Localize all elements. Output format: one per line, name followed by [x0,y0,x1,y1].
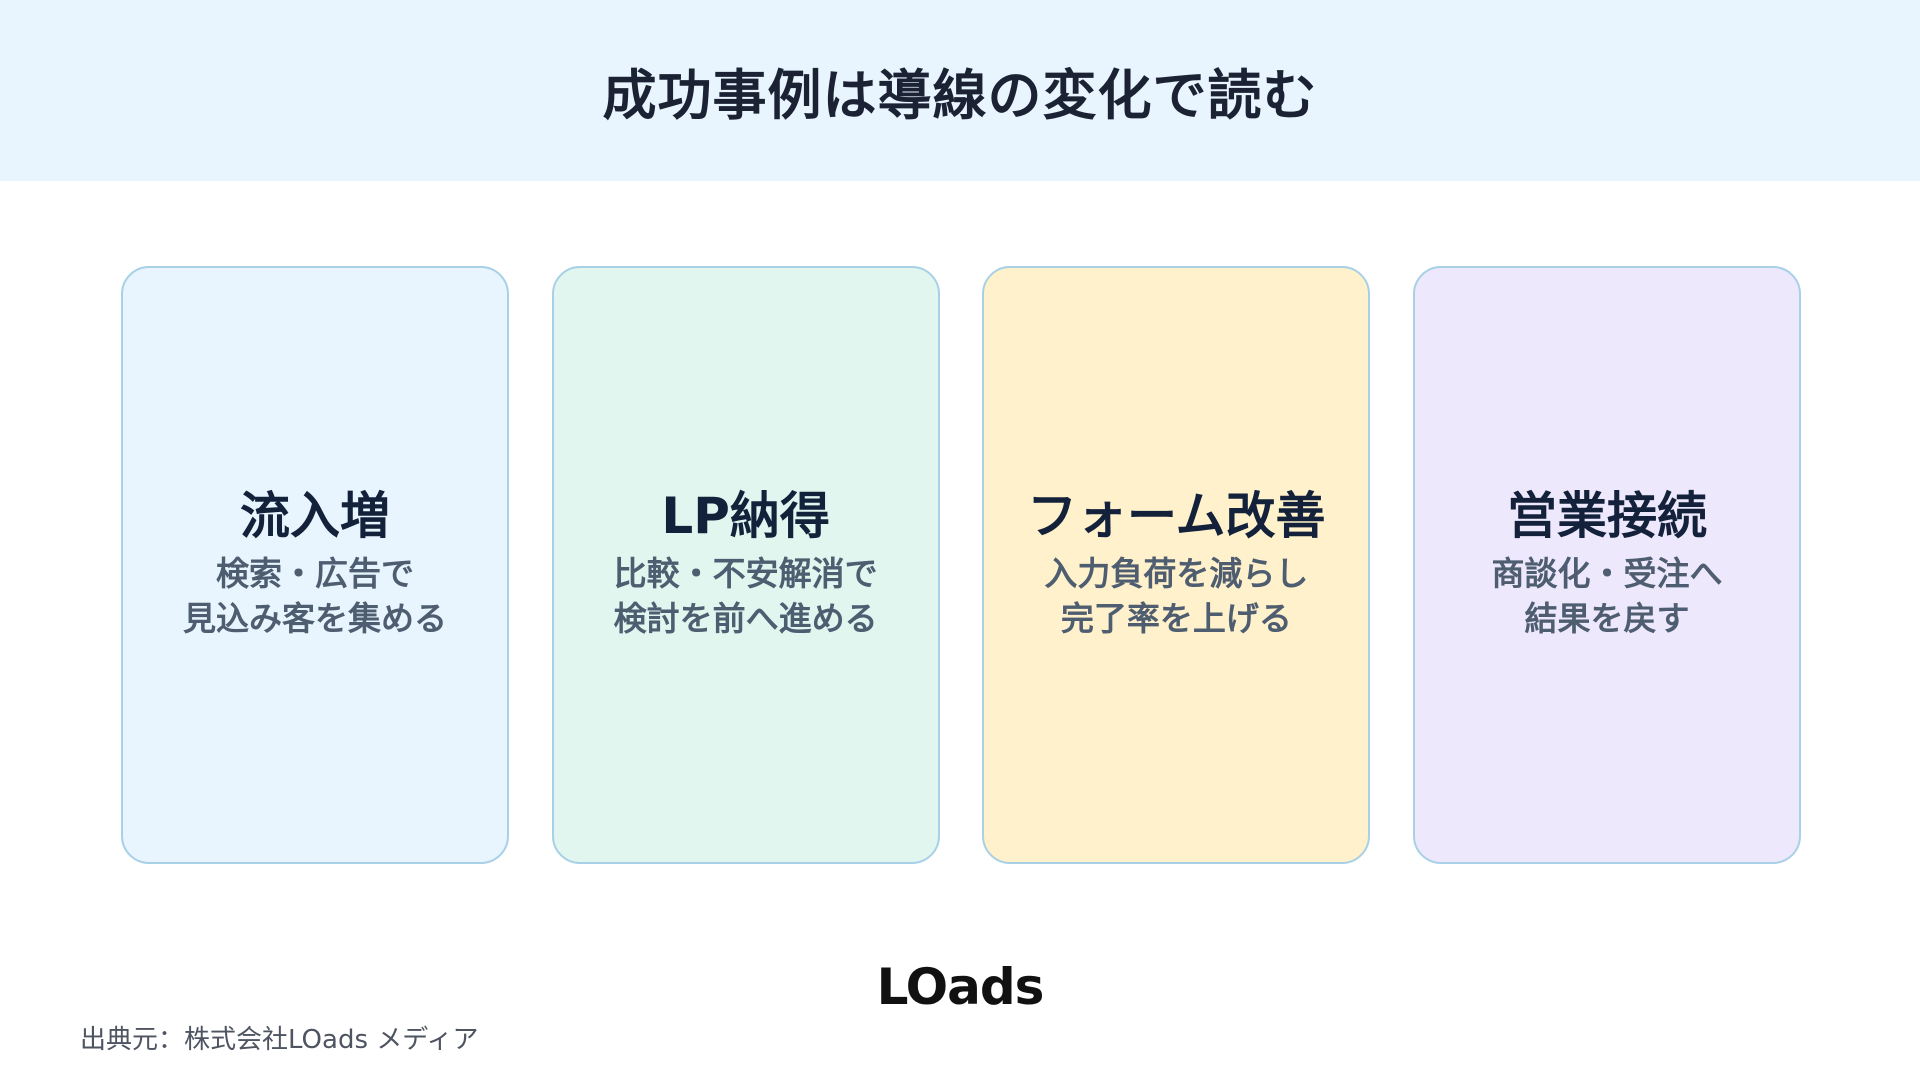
card-lp-conviction: LP納得 比較・不安解消で 検討を前へ進める [551,266,940,864]
card-description: 比較・不安解消で 検討を前へ進める [614,552,878,642]
card-sales-connection: 営業接続 商談化・受注へ 結果を戻す [1412,266,1801,864]
card-row: 流入増 検索・広告で 見込み客を集める LP納得 比較・不安解消で 検討を前へ進… [121,266,1801,866]
source-credit: 出典元：株式会社LOads メディア [80,1025,479,1055]
card-traffic-increase: 流入増 検索・広告で 見込み客を集める [121,266,509,864]
title-band: 成功事例は導線の変化で読む [0,0,1920,181]
card-description-line: 検索・広告で [216,553,414,593]
card-description: 検索・広告で 見込み客を集める [183,552,447,642]
card-form-improvement: フォーム改善 入力負荷を減らし 完了率を上げる [982,266,1371,864]
card-description-line: 比較・不安解消で [613,553,878,593]
card-description-line: 入力負荷を減らし [1044,553,1309,593]
card-description-line: 検討を前へ進める [613,598,878,638]
card-description-line: 商談化・受注へ [1491,553,1723,593]
card-description-line: 結果を戻す [1524,598,1690,638]
card-description: 入力負荷を減らし 完了率を上げる [1044,552,1308,642]
page-title: 成功事例は導線の変化で読む [602,64,1318,127]
card-description-line: 見込み客を集める [183,598,447,638]
card-description-line: 完了率を上げる [1060,598,1292,638]
card-description: 商談化・受注へ 結果を戻す [1491,552,1722,642]
card-title: LP納得 [661,486,830,545]
card-title: 流入増 [240,486,390,545]
loads-logo: LOads [876,958,1045,1016]
card-title: フォーム改善 [1027,486,1326,545]
card-title: 営業接続 [1506,486,1707,545]
